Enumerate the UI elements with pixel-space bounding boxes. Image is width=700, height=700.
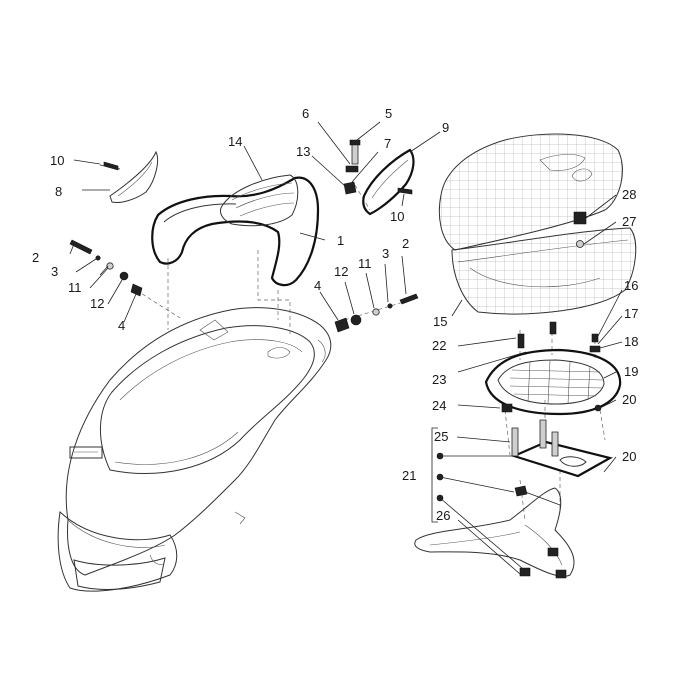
callout-3-right: 3: [382, 246, 389, 261]
callout-20-top: 20: [622, 392, 636, 407]
callout-2-right: 2: [402, 236, 409, 251]
callout-12-left: 12: [90, 296, 104, 311]
left-hardware: [69, 239, 143, 297]
top-hardware: [343, 139, 361, 195]
callout-7: 7: [384, 136, 391, 151]
callout-10-left: 10: [50, 153, 64, 168]
callout-4-right: 4: [314, 278, 321, 293]
callout-28: 28: [622, 187, 636, 202]
callout-6: 6: [302, 106, 309, 121]
callout-26: 26: [436, 508, 450, 523]
callout-17: 17: [624, 306, 638, 321]
side-insert-right: [362, 148, 415, 216]
callout-labels: 1 2 2 3 3 4 4 5 6 7 8 9 10 10 11 11 12 1…: [32, 106, 638, 523]
callout-2-left: 2: [32, 250, 39, 265]
leader-lines: [69, 121, 623, 575]
callout-18: 18: [624, 334, 638, 349]
mounting-plate: [484, 321, 622, 416]
callout-14: 14: [228, 134, 242, 149]
callout-11-right: 11: [358, 256, 372, 271]
callout-11-left: 11: [68, 280, 82, 295]
rear-fairing: [57, 307, 332, 592]
callout-3-left: 3: [51, 264, 58, 279]
callout-15: 15: [433, 314, 447, 329]
top-case: [438, 133, 637, 315]
callout-13: 13: [296, 144, 310, 159]
callout-22: 22: [432, 338, 446, 353]
backrest-frame: [151, 174, 320, 287]
group-bracket: [431, 427, 438, 523]
adapter-plate: [510, 419, 613, 478]
right-hardware: [334, 293, 419, 333]
callout-5: 5: [385, 106, 392, 121]
callout-8: 8: [55, 184, 62, 199]
callout-25: 25: [434, 429, 448, 444]
callout-20-bottom: 20: [622, 449, 636, 464]
callout-16: 16: [624, 278, 638, 293]
callout-27: 27: [622, 214, 636, 229]
callout-4-left: 4: [118, 318, 125, 333]
callout-23: 23: [432, 372, 446, 387]
callout-1: 1: [337, 233, 344, 248]
callout-21: 21: [402, 468, 416, 483]
side-insert-left: [99, 150, 159, 203]
callout-12-right: 12: [334, 264, 348, 279]
callout-9: 9: [442, 120, 449, 135]
callout-19: 19: [624, 364, 638, 379]
callout-10-right: 10: [390, 209, 404, 224]
callout-24: 24: [432, 398, 446, 413]
